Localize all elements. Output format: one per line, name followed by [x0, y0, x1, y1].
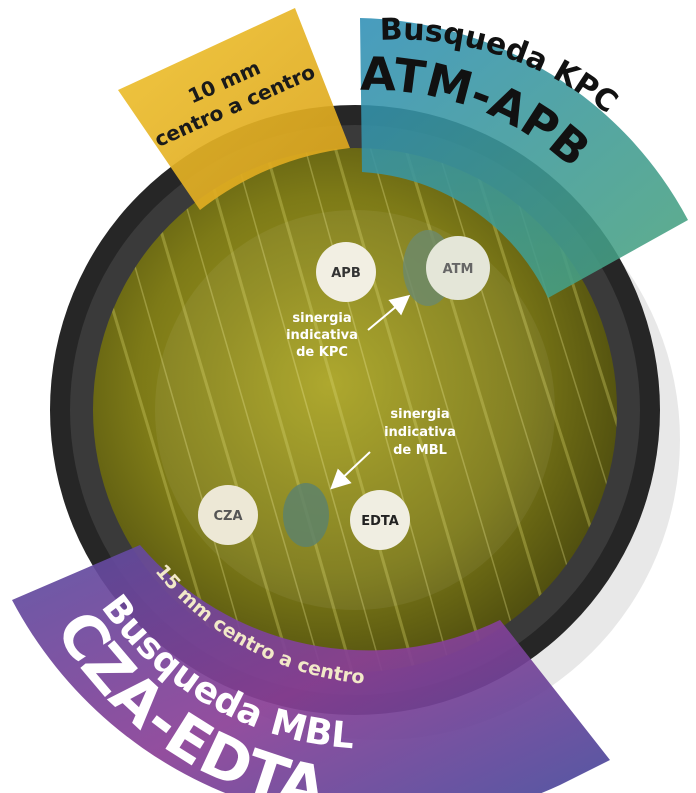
kpc-note-line1: sinergia [292, 311, 351, 326]
disk-atm-label: ATM [443, 262, 474, 277]
disk-atm: ATM [426, 236, 490, 300]
disk-apb: APB [316, 242, 376, 302]
top-left-band: 10 mm centro a centro [118, 8, 350, 210]
mbl-annotation: sinergia indicativa de MBL [330, 407, 456, 490]
mbl-note-line1: sinergia [390, 407, 449, 422]
kpc-note-line2: indicativa [286, 328, 358, 343]
kpc-arrow [367, 294, 411, 331]
mbl-note-line2: indicativa [384, 425, 456, 440]
mbl-note-line3: de MBL [393, 443, 447, 458]
kpc-annotation: sinergia indicativa de KPC [286, 294, 411, 360]
mbl-arrow [330, 451, 371, 490]
disk-edta: EDTA [350, 490, 410, 550]
kpc-note-line3: de KPC [296, 345, 348, 360]
disk-edta-label: EDTA [361, 514, 399, 529]
disk-cza: CZA [198, 485, 258, 545]
disk-apb-label: APB [331, 266, 361, 281]
disk-cza-label: CZA [213, 509, 242, 524]
mbl-synergy-zone [283, 483, 329, 547]
